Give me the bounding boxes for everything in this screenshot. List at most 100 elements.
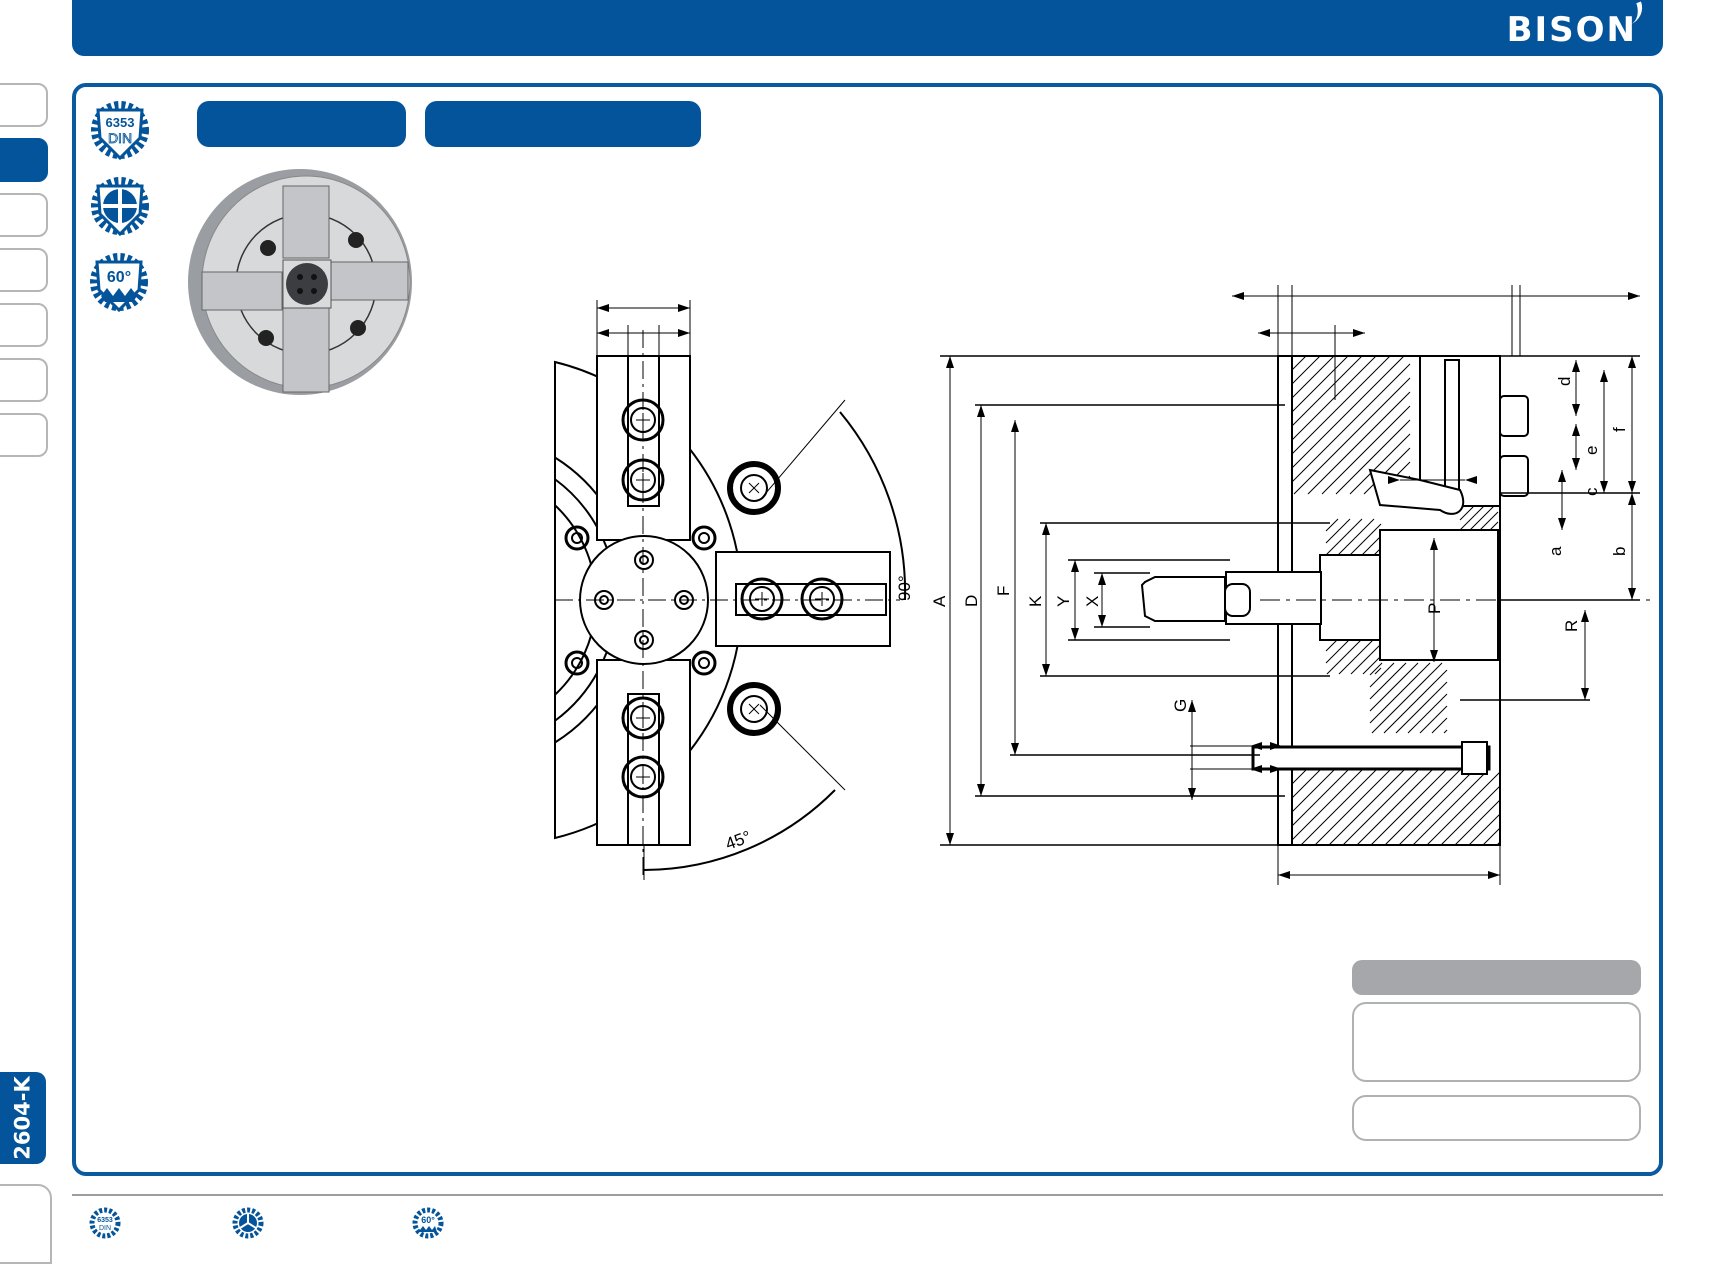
drawing-line (1371, 662, 1443, 734)
badge-text: 6353 (97, 1217, 113, 1224)
drawing-line (1350, 643, 1382, 675)
small-hole (564, 525, 590, 551)
drawing-line (759, 704, 846, 791)
drawing-line (1369, 662, 1395, 688)
jaw-bolt (809, 586, 835, 612)
drawing-line (1293, 377, 1411, 495)
drawing-line (1314, 769, 1391, 846)
jaw-bolt (749, 586, 775, 612)
side-view-drawing (940, 285, 1650, 885)
drawing-line (1291, 355, 1321, 385)
small-hole (698, 532, 710, 544)
bolt-head (1461, 741, 1488, 775)
drawing-line (748, 482, 760, 494)
drawing-line (1291, 355, 1349, 413)
info-header-bar (1352, 960, 1641, 995)
dim-G-label: G (1171, 699, 1190, 712)
dimension-arrow (1572, 424, 1580, 470)
drawing-line (1369, 662, 1407, 700)
drawing-line (1291, 769, 1349, 827)
side-tab-7[interactable] (0, 413, 48, 457)
dim-F-label: F (994, 586, 1013, 596)
info-box-2 (1352, 1095, 1641, 1141)
drawing-line (1291, 355, 1363, 427)
drawing-line (1325, 518, 1351, 544)
small-hole (571, 532, 583, 544)
center-hole (639, 635, 649, 645)
dimension-arrow (1628, 493, 1636, 600)
product-code-tab[interactable]: 2604-K (0, 1072, 46, 1164)
side-view-labels: A D F K Y X P G R a b c d e f (930, 377, 1629, 712)
drawing-line (1325, 518, 1339, 532)
drawing-line (1369, 662, 1419, 712)
drawing-line (1291, 355, 1377, 441)
bison-logo: BISON (1506, 10, 1637, 50)
badge-text: 60° (107, 269, 131, 286)
jaw-screw (1499, 455, 1529, 497)
drawing-line (1325, 518, 1363, 556)
side-tab-4[interactable] (0, 248, 48, 292)
badge-text: 6353 (106, 115, 135, 130)
small-hole (698, 657, 710, 669)
drawing-line (1291, 769, 1335, 813)
footer-three-jaw-badge-icon (232, 1207, 264, 1239)
dim-e-label: e (1582, 446, 1601, 455)
mounting-hole (727, 461, 781, 515)
dim-A-label: A (930, 595, 949, 607)
drawing-line (1395, 681, 1448, 734)
mounting-bolt (1251, 745, 1491, 771)
drawing-line (1412, 769, 1489, 846)
drawing-line (1370, 769, 1447, 846)
small-hole (691, 525, 717, 551)
dimension-arrow (1250, 742, 1282, 750)
side-tab-2-active[interactable] (0, 138, 48, 182)
side-tab-5[interactable] (0, 303, 48, 347)
side-tab-3[interactable] (0, 193, 48, 237)
side-tab-6[interactable] (0, 358, 48, 402)
drawing-line (1443, 729, 1448, 734)
drawing-line (1369, 662, 1431, 724)
drawing-line (1369, 662, 1383, 676)
small-hole (691, 650, 717, 676)
center-hole (639, 555, 649, 565)
drawing-line (1291, 355, 1405, 469)
mounting-hole (740, 695, 768, 723)
drawing-line (1363, 447, 1411, 495)
drawing-line (1291, 769, 1321, 799)
dim-f-label: f (1610, 427, 1629, 432)
drawbar-pin (1224, 583, 1251, 617)
drawing-line (1431, 717, 1448, 734)
drawing-line (1440, 785, 1501, 846)
drawing-line (759, 399, 846, 501)
small-hole (564, 650, 590, 676)
angle-90-label: 90° (895, 575, 914, 601)
dim-K-label: K (1026, 595, 1045, 607)
dim-D-label: D (962, 595, 981, 607)
drawing-line (1291, 769, 1363, 841)
drawing-line (1300, 769, 1377, 846)
drawing-line (1384, 769, 1461, 846)
dimension-arrow (1250, 765, 1282, 773)
din-6353-badge-icon: 6353 DIN (91, 101, 149, 161)
front-view-drawing (554, 300, 907, 880)
footer-divider (72, 1194, 1663, 1196)
drawing-line (1328, 769, 1405, 846)
dimension-arrow (1258, 329, 1365, 337)
drawing-line (1291, 355, 1391, 455)
dim-c-label: c (1582, 487, 1601, 496)
drawbar-flange (1319, 554, 1381, 641)
mounting-hole (740, 474, 768, 502)
heading-pill-1 (197, 101, 406, 147)
footer-60-degree-badge-icon: 60° (412, 1207, 444, 1239)
dim-Y-label: Y (1054, 596, 1073, 607)
drawing-line (1419, 705, 1448, 734)
jaw-bolt (800, 577, 844, 621)
drawing-line (1454, 799, 1501, 846)
dimension-arrow (1558, 470, 1566, 530)
drawing-line (1321, 405, 1411, 495)
side-tab-1[interactable] (0, 83, 48, 127)
drawing-line (1383, 669, 1448, 734)
dim-a-label: a (1546, 546, 1565, 556)
badge-text: DIN (99, 1225, 111, 1232)
